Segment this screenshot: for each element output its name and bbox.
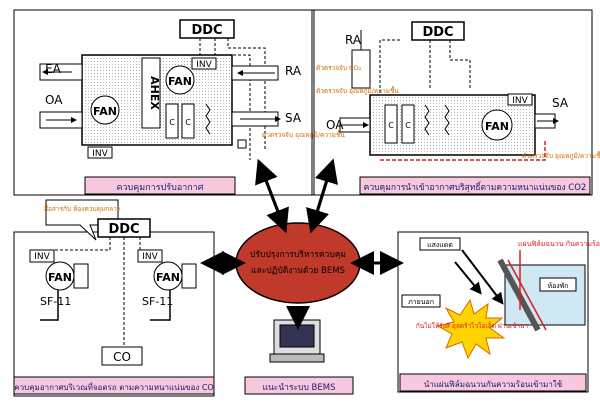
inv-bottom-label: INV [92,149,108,159]
ddc-box [179,19,235,39]
caption-oa-box [359,176,591,195]
co-label: CO [113,350,131,364]
fan-left-label: FAN [48,271,72,284]
oa-label: OA [326,118,344,132]
humidity-sensor-note: ตัวตรวจจับ อุณหภูมิ/ความชื้น [316,86,399,95]
caption-bems-box [244,376,354,395]
caption-parking-box [13,376,215,395]
burst-note: กันไม่ให้รังสี อุลตร้าไวโอเล็ต ผ่านเข้าม… [416,321,529,330]
ddc-label: DDC [422,25,453,40]
panel-ahu: DDC EA OA RA SA AHEX FAN FAN INV INV [13,9,345,196]
film-note: แผ่นฟิล์มฉนวน กันความร้อน [518,240,600,248]
ahex-label: AHEX [148,76,161,110]
coil-c-label-1: C [388,121,394,130]
room-label: ห้องพัก [547,282,568,290]
coil-c-label-2: C [185,118,191,127]
caption-ahu-box [84,176,236,195]
ddc-label: DDC [108,222,139,237]
caption-parking: ควบคุมอากาศบริเวณที่จอดรถ ตามความหนาแน่น… [14,381,213,392]
ddc-label: DDC [191,23,222,38]
fan-bottom-icon [90,95,120,125]
sa-sensor-note: ตัวตรวจจับ อุณหภูมิ/ความชื้น [522,151,600,160]
bems-line1: ปรับปรุงการบริหารควบคุม [250,250,346,260]
outside-label: ภายนอก [408,298,434,306]
coil-c-label-1: C [169,118,175,127]
caption-oa: ควบคุมการนำเข้าอากาศบริสุทธิ์ตามความหนาแ… [364,181,587,193]
co-sensor-box [101,346,143,366]
fan-top-icon [165,65,195,95]
callout-box [45,199,119,241]
fan-bottom-label: FAN [93,105,117,118]
inv-top-label: INV [196,60,212,70]
ea-label: EA [45,62,62,76]
sensor-note: ตัวตรวจจับ อุณหภูมิ/ความชื้น [262,130,345,139]
sa-label: SA [552,96,569,110]
caption-ahu: ควบคุมการปรับอากาศ [116,183,203,193]
bems-ellipse [235,222,361,304]
inv-label: INV [512,96,528,106]
co2-sensor-note: ตัวตรวจจับ CO₂ [316,64,362,72]
inv-left-label: INV [34,252,50,262]
sf11-left-label: SF-11 [40,295,71,308]
panel-parking: สื่อสารกับ ห้องควบคุมกลาง DDC INV INV FA… [13,199,215,397]
panel-outdoor-air: DDC RA ตัวตรวจจับ CO₂ ตัวตรวจจับ อุณหภูม… [311,9,600,196]
sf11-right-label: SF-11 [142,295,173,308]
caption-film-box [399,373,587,392]
ra-label: RA [345,33,362,47]
fan-label: FAN [485,120,509,133]
fan-top-label: FAN [168,75,192,88]
oa-label: OA [45,93,63,107]
fan-icon [481,109,513,141]
sunlight-label: แสงแดด [427,241,453,249]
ddc-box [411,21,465,41]
uv-burst-icon [436,298,506,360]
ra-label: RA [285,64,302,78]
caption-bems: แนะนำระบบ BEMS [263,383,336,393]
fan-right-label: FAN [156,271,180,284]
sa-label: SA [285,111,302,125]
sensor-icon [237,139,247,149]
panel-film: แสงแดด ห้องพัก แผ่นฟิล์มฉนวน กันความร้อน… [397,231,600,393]
caption-film: นำแผ่นฟิล์มฉนวนกันความร้อนเข้ามาใช้ [424,379,563,389]
panel-bems: ปรับปรุงการบริหารควบคุม และปฏิบัติงานด้ว… [200,158,404,395]
bems-line2: และปฏิบัติงานด้วย BEMS [251,265,345,276]
coil-c-label-2: C [405,121,411,130]
inv-right-label: INV [142,252,158,262]
callout-text: สื่อสารกับ ห้องควบคุมกลาง [44,204,120,213]
